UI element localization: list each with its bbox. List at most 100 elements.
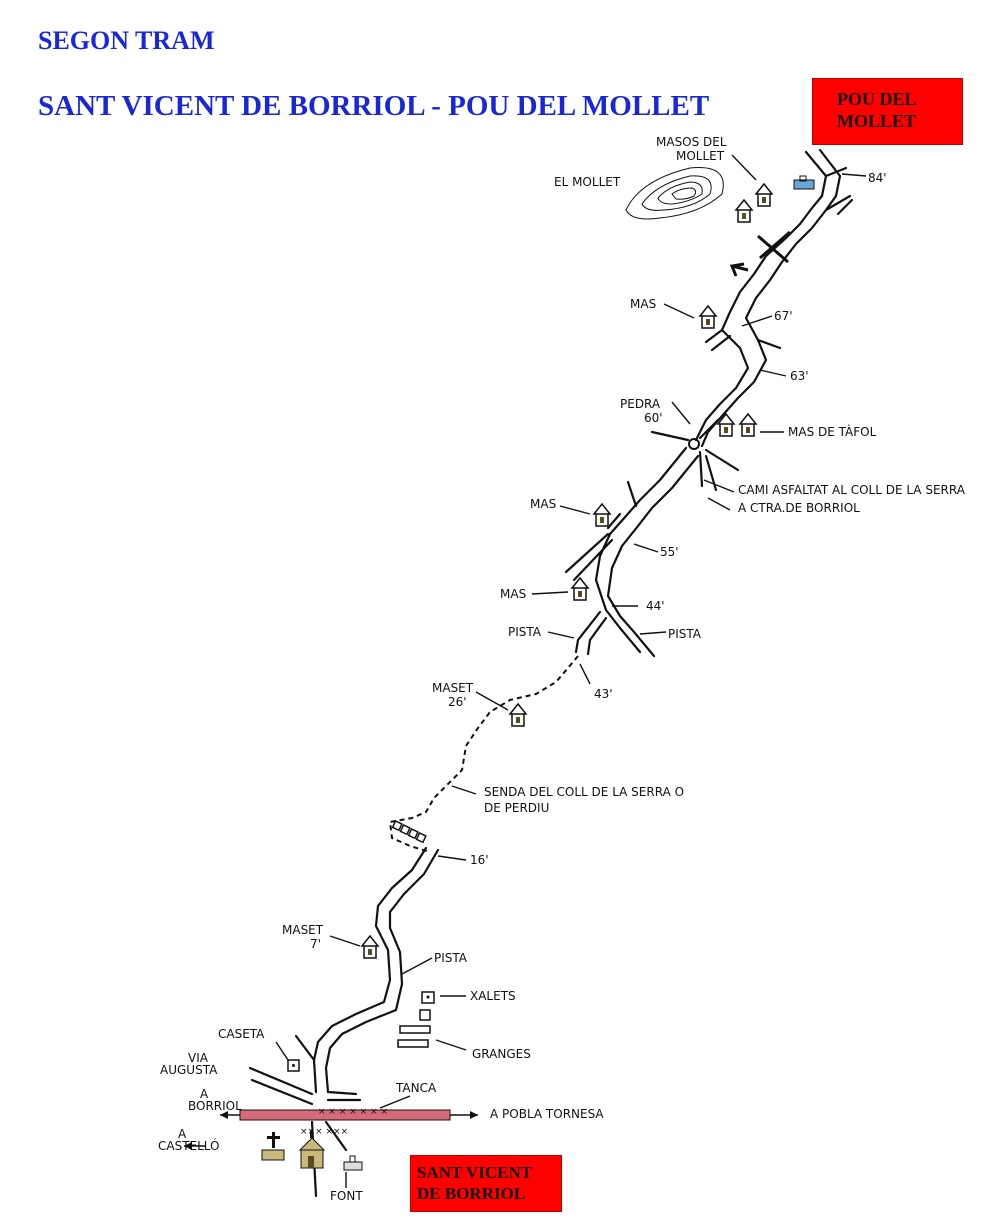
cross-icon (261, 1132, 285, 1161)
label-time-55: 55' (660, 545, 679, 559)
crossed-path-icon (729, 230, 791, 277)
side-branch (704, 448, 740, 472)
label-a-castello: A (178, 1127, 187, 1141)
section-title: SEGON TRAM (38, 26, 215, 55)
destination-box-pou-del-mollet: POU DEL MOLLET (812, 78, 963, 145)
house-icon (754, 182, 774, 207)
route-line (594, 446, 688, 654)
roundabout-icon (688, 438, 700, 450)
label-xalets: XALETS (470, 989, 516, 1003)
senda-buildings (391, 820, 427, 844)
label-time-67: 67' (774, 309, 793, 323)
label-time-44: 44' (646, 599, 665, 613)
side-branch (756, 338, 782, 350)
label-senda: SENDA DEL COLL DE LA SERRA O (484, 785, 684, 799)
side-branch (824, 166, 848, 178)
label-time-63: 63' (790, 369, 809, 383)
label-mas-55: MAS (530, 497, 556, 511)
label-time-43: 43' (594, 687, 613, 701)
side-branch (250, 1078, 314, 1106)
label-mas-67: MAS (630, 297, 656, 311)
route-line (324, 848, 440, 1094)
side-branch (574, 610, 602, 654)
house-icon (738, 412, 758, 437)
label-masos-del-mollet: MASOS DEL (656, 135, 727, 149)
fountain-icon (343, 1155, 363, 1171)
label-maset-7: MASET (282, 923, 324, 937)
label-pedra: PEDRA (620, 397, 661, 411)
label-a-borriol: A (200, 1087, 209, 1101)
destination-line-2: MOLLET (837, 111, 917, 131)
house-icon (716, 412, 736, 437)
label-a-ctra-borriol: A CTRA.DE BORRIOL (738, 501, 860, 515)
side-branch (650, 430, 690, 442)
side-branch (572, 538, 614, 582)
house-icon (698, 304, 718, 329)
label-mas-de-tafol: MAS DE TÀFOL (788, 424, 877, 439)
hill-contour-icon (625, 167, 724, 220)
granja-icon (399, 1025, 431, 1034)
label-tanca: TANCA (395, 1081, 437, 1095)
label-font: FONT (330, 1189, 363, 1203)
side-branch (704, 328, 724, 344)
start-box-sant-vicent: SANT VICENT DE BORRIOL (410, 1155, 562, 1212)
label-caseta: CASETA (218, 1027, 265, 1041)
senda-path (388, 655, 579, 853)
label-senda-2: DE PERDIU (484, 801, 549, 815)
caseta-icon (287, 1059, 300, 1072)
side-branch (586, 616, 608, 656)
route-line (606, 454, 700, 658)
start-line-1: SANT VICENT (417, 1163, 533, 1182)
start-line-2: DE BORRIOL (417, 1184, 526, 1203)
side-branch (698, 418, 720, 440)
label-pista-left: PISTA (508, 625, 542, 639)
house-icon (360, 934, 380, 959)
side-branch (324, 1120, 348, 1152)
well-icon (793, 179, 815, 190)
label-masos-del-mollet-2: MOLLET (676, 149, 725, 163)
label-maset-26-time: 26' (448, 695, 467, 709)
label-pista-right: PISTA (668, 627, 702, 641)
label-leaders (275, 154, 867, 1188)
label-el-mollet: EL MOLLET (554, 175, 621, 189)
xalet-icon (419, 1009, 431, 1021)
arrow-head-icon (184, 1142, 192, 1150)
side-branch (564, 532, 610, 574)
side-branch (836, 198, 854, 216)
church-icon (298, 1130, 326, 1169)
side-branch (710, 334, 732, 352)
side-branch (698, 450, 704, 488)
route-title: SANT VICENT DE BORRIOL - POU DEL MOLLET (38, 90, 710, 122)
label-a-pobla-tornesa: A POBLA TORNESA (490, 1107, 604, 1121)
label-cami-asfaltat: CAMI ASFALTAT AL COLL DE LA SERRA (738, 483, 966, 497)
label-mas-44: MAS (500, 587, 526, 601)
fence-marks: × × × × × × × (318, 1107, 388, 1117)
house-icon (570, 576, 590, 601)
label-a-castello-2: CASTELLÓ (158, 1138, 220, 1153)
arrow-head-icon (220, 1111, 228, 1119)
label-granges: GRANGES (472, 1047, 531, 1061)
fence-marks: ××× ××× (300, 1127, 348, 1137)
side-branch (606, 512, 622, 530)
label-maset-26: MASET (432, 681, 474, 695)
label-via-augusta-2: AUGUSTA (160, 1063, 218, 1077)
arrow-head-icon (470, 1111, 478, 1119)
route-line (312, 846, 428, 1094)
route-line (700, 148, 842, 448)
granja-icon (397, 1039, 429, 1048)
label-pista-low: PISTA (434, 951, 468, 965)
label-pedra-time: 60' (644, 411, 663, 425)
house-icon (508, 702, 528, 727)
side-branch (248, 1066, 314, 1096)
side-branch (294, 1034, 316, 1062)
label-time-16: 16' (470, 853, 489, 867)
house-icon (592, 502, 612, 527)
label-time-84: 84' (868, 171, 887, 185)
xalet-icon (421, 991, 435, 1004)
label-a-borriol-2: BORRIOL (188, 1099, 242, 1113)
label-maset-7-time: 7' (310, 937, 321, 951)
destination-line-1: POU DEL (837, 89, 917, 109)
label-via-augusta: VIA (188, 1051, 209, 1065)
